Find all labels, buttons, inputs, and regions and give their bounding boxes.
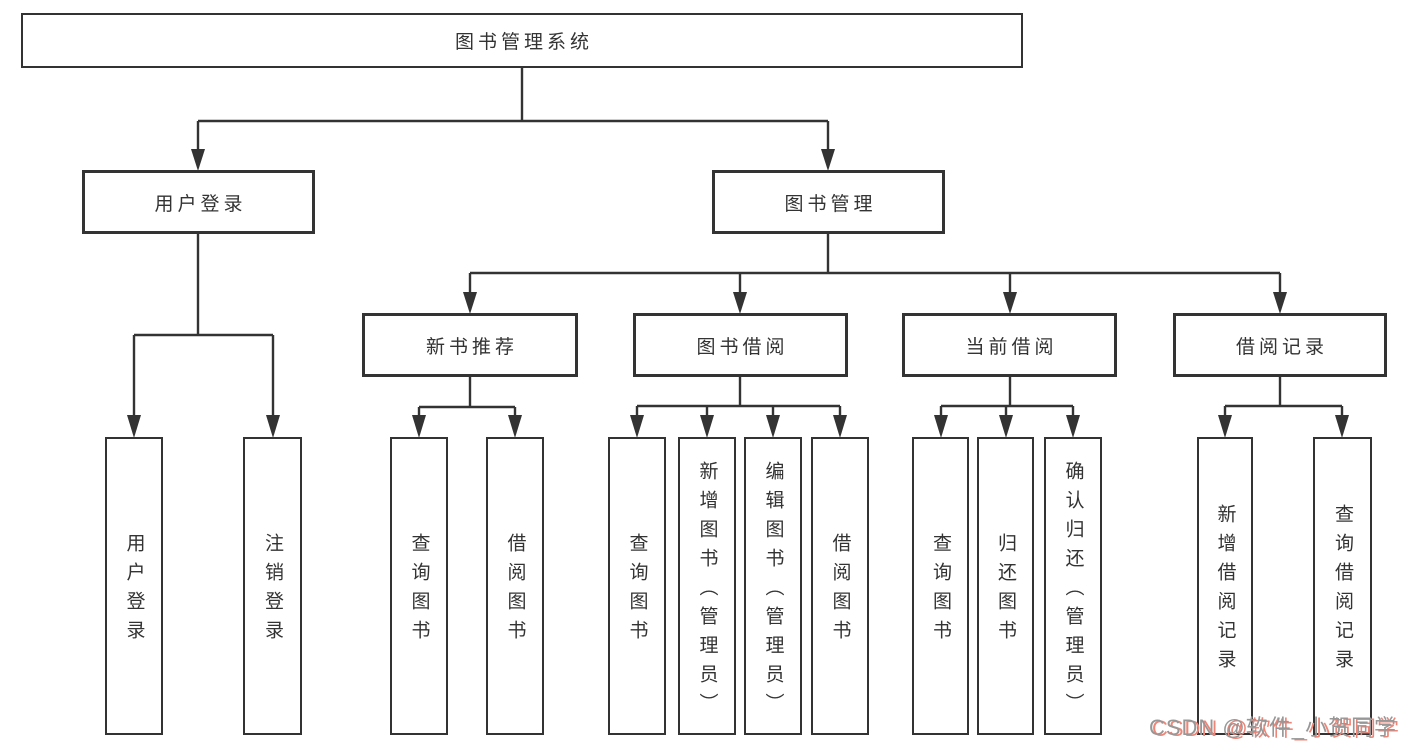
leaf-borrow-book: 借阅图书 [811,437,869,735]
arrowhead [508,415,522,438]
arrowhead [1335,415,1349,438]
connector-current-borrow-branch [934,377,1080,438]
leaf-edit-book-admin: 编辑图书（管理员） [744,437,802,735]
leaf-add-borrow-record: 新增借阅记录 [1197,437,1253,735]
connector-user-login-branch [127,234,280,438]
arrowhead [412,415,426,438]
leaf-query-borrow-record: 查询借阅记录 [1313,437,1372,735]
arrowhead [127,415,141,438]
arrowhead [833,415,847,438]
arrowhead [1273,292,1287,314]
connector-borrow-record-branch [1218,377,1349,438]
leaf-current-query-book: 查询图书 [912,437,969,735]
watermark-text: CSDN @软件_小贺同学 [1148,715,1397,740]
arrowhead [1066,415,1080,438]
node-current-borrow: 当前借阅 [902,313,1117,377]
arrowhead [999,415,1013,438]
leaf-logout: 注销登录 [243,437,302,735]
arrowhead [821,149,835,171]
arrowhead [766,415,780,438]
node-root-system: 图书管理系统 [21,13,1023,68]
connector-new-book-branch [412,377,522,438]
node-borrow-record: 借阅记录 [1173,313,1387,377]
leaf-newbook-query-book: 查询图书 [390,437,448,735]
arrowhead [1218,415,1232,438]
arrowhead [700,415,714,438]
leaf-confirm-return-admin: 确认归还（管理员） [1044,437,1102,735]
node-book-borrow: 图书借阅 [633,313,848,377]
connector-book-mgmt-branch [463,234,1287,314]
node-book-management: 图书管理 [712,170,945,234]
arrowhead [191,149,205,171]
leaf-user-login: 用户登录 [105,437,163,735]
leaf-borrow-query-book: 查询图书 [608,437,666,735]
node-user-login: 用户登录 [82,170,315,234]
connector-root-to-level2 [191,68,835,171]
arrowhead [630,415,644,438]
node-new-book-recommend: 新书推荐 [362,313,578,377]
leaf-return-book: 归还图书 [977,437,1034,735]
arrowhead [733,292,747,314]
arrowhead [463,292,477,314]
leaf-newbook-borrow-book: 借阅图书 [486,437,544,735]
leaf-add-book-admin: 新增图书（管理员） [678,437,736,735]
arrowhead [266,415,280,438]
arrowhead [1003,292,1017,314]
connector-book-borrow-branch [630,377,847,438]
arrowhead [934,415,948,438]
